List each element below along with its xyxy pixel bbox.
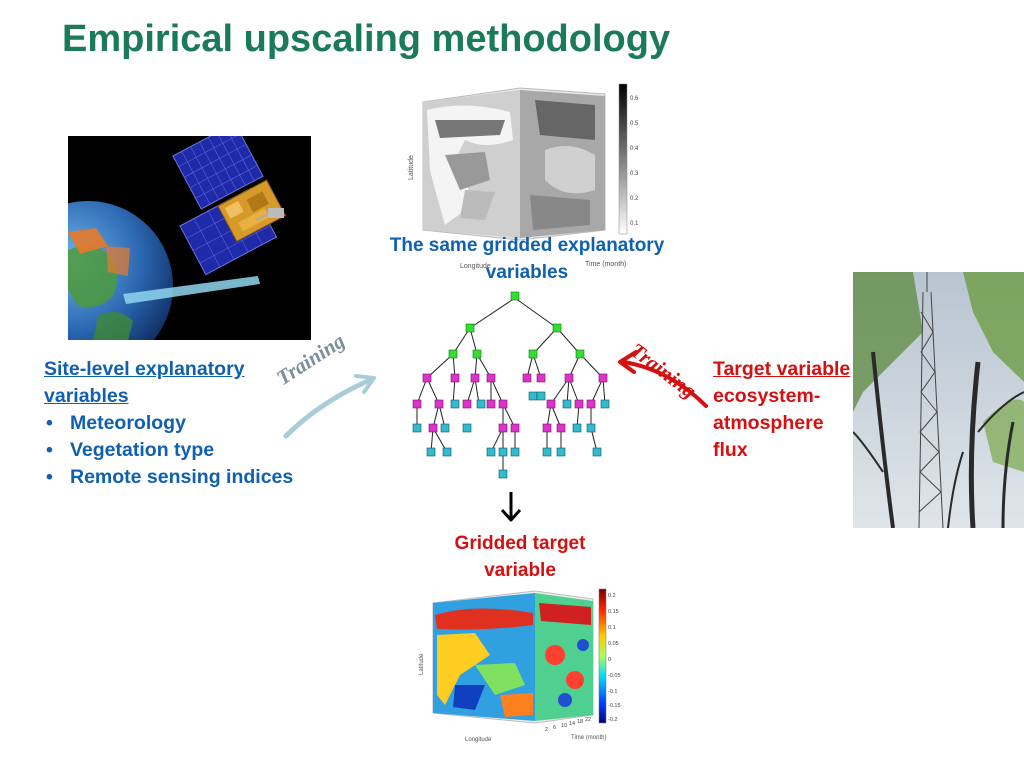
training-arrow-right: [618, 350, 708, 408]
list-item-remote-sensing: Remote sensing indices: [44, 464, 294, 491]
colorbar-jet: [598, 588, 607, 724]
cbar-tick-1: 0.6: [630, 96, 639, 102]
cbar-tick-4: 0.3: [630, 171, 639, 177]
satellite-illustration: [3, 122, 311, 371]
training-arrow-left: [283, 374, 376, 439]
time-tick-5: 18: [577, 719, 583, 725]
tree-green-nodes: [448, 291, 585, 359]
tower-structure: [918, 272, 944, 529]
jet-tick-9: -0.2: [608, 717, 617, 723]
jet-tick-3: 0.1: [608, 625, 616, 631]
site-level-list: Meteorology Vegetation type Remote sensi…: [44, 410, 294, 491]
axis-longitude-bottom: Longitude: [465, 737, 492, 743]
target-description: ecosystem-atmosphere flux: [713, 385, 824, 461]
time-tick-4: 14: [569, 721, 575, 727]
time-tick-1: 2: [545, 727, 548, 733]
gridded-explanatory-cube: Latitude Longitude Time (month) 0.6 0.5 …: [405, 80, 645, 270]
time-tick-3: 10: [561, 723, 567, 729]
target-block: Target variable ecosystem-atmosphere flu…: [713, 356, 853, 464]
slide-title: Empirical upscaling methodology: [62, 18, 671, 60]
colorbar-gray: [618, 83, 628, 235]
cbar-tick-2: 0.5: [630, 121, 639, 127]
jet-tick-7: -0.1: [608, 689, 617, 695]
jet-tick-2: 0.15: [608, 609, 619, 615]
flux-tower-illustration: [852, 272, 1024, 529]
jet-tick-4: 0.05: [608, 641, 619, 647]
same-gridded-label: The same gridded explanatory variables: [389, 235, 665, 283]
satellite-image: [3, 122, 311, 371]
axis-latitude-bottom: Latitude: [419, 653, 425, 675]
time-tick-6: 22: [585, 717, 591, 723]
site-level-block: Site-level explanatory variables Meteoro…: [44, 356, 294, 491]
time-ticks: 2 6 10 14 18 22: [545, 717, 591, 733]
cbar-tick-3: 0.4: [630, 146, 639, 152]
gridded-target-label: Gridded target variable: [454, 533, 586, 581]
site-level-heading: Site-level explanatory variables: [44, 358, 245, 407]
axis-time-bottom: Time (month): [571, 735, 606, 741]
time-tick-2: 6: [553, 725, 556, 731]
cbar-tick-5: 0.2: [630, 196, 639, 202]
output-arrow-down: [500, 492, 522, 522]
target-cube-plot: Latitude Longitude Time (month) 2 6 10 1…: [419, 588, 621, 743]
tree-edges: [416, 297, 606, 474]
jet-tick-1: 0.2: [608, 593, 616, 599]
jet-tick-6: -0.05: [608, 673, 621, 679]
list-item-vegetation-type: Vegetation type: [44, 437, 294, 464]
axis-time: Time (month): [585, 261, 626, 268]
tree-leaf-nodes: [412, 391, 610, 479]
target-heading: Target variable: [713, 358, 851, 380]
tree-magenta-nodes: [412, 373, 608, 433]
gridded-target-cube: Latitude Longitude Time (month) 2 6 10 1…: [415, 585, 630, 745]
decision-tree: [412, 291, 610, 479]
list-item-meteorology: Meteorology: [44, 410, 294, 437]
axis-longitude: Longitude: [460, 263, 491, 270]
axis-latitude: Latitude: [408, 155, 415, 180]
jet-tick-5: 0: [608, 657, 611, 663]
jet-tick-8: -0.15: [608, 703, 621, 709]
explanatory-cube-plot: Latitude Longitude Time (month) 0.6 0.5 …: [408, 83, 639, 270]
flux-tower-photo: [852, 272, 1024, 529]
cbar-tick-6: 0.1: [630, 221, 639, 227]
